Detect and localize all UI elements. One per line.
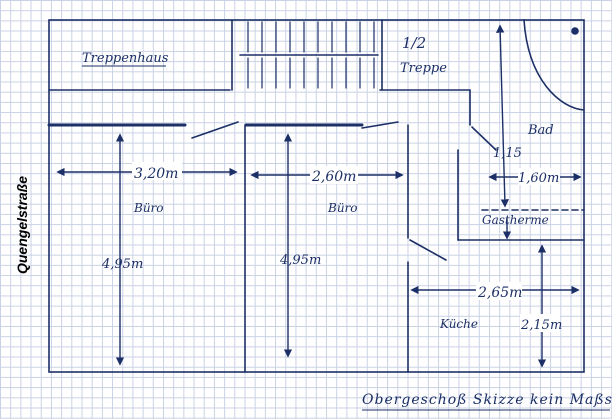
dim-office-left-depth-label: 4,95m xyxy=(101,257,143,272)
dim-office-right-width-label: 2,60m xyxy=(311,169,356,185)
label-stairwell: Treppenhaus xyxy=(82,51,169,66)
dim-office-left-width-label: 3,20m xyxy=(134,166,178,182)
dim-bath-depth xyxy=(495,24,510,208)
bath-door xyxy=(471,126,497,151)
stair-treads xyxy=(247,21,375,89)
label-office-left: Büro xyxy=(133,201,164,215)
street-label: Quengelstraße xyxy=(2,170,42,280)
outer-wall xyxy=(48,19,585,373)
shower-tub xyxy=(523,19,585,111)
label-bath: Bad xyxy=(527,123,554,138)
label-kitchen: Küche xyxy=(439,317,478,331)
dim-kitchen-width-label: 2,65m xyxy=(477,285,522,301)
label-office-right: Büro xyxy=(327,201,358,215)
dim-office-right-depth-label: 4,95m xyxy=(279,253,321,268)
dim-bg xyxy=(476,282,522,300)
dim-bath-width-label: 1,60m xyxy=(518,171,559,186)
label-stairs-num: 1/2 xyxy=(402,34,426,52)
street-name: Quengelstraße xyxy=(14,175,30,275)
label-boiler: Gastherme xyxy=(482,213,549,227)
dim-bg xyxy=(310,166,358,184)
office-right-door xyxy=(361,121,399,129)
drain-icon xyxy=(571,27,579,35)
dim-bg xyxy=(132,162,182,180)
dim-bath-depth-label: 1,15 xyxy=(493,146,522,161)
office-left-door xyxy=(191,121,239,139)
caption: Obergeschoß Skizze kein Maßstab xyxy=(362,392,612,408)
dim-bg xyxy=(520,314,560,332)
dim-bg xyxy=(518,168,560,185)
kitchen-door xyxy=(409,239,447,261)
dim-kitchen-depth-label: 2,15m xyxy=(520,318,562,333)
label-stairs: Treppe xyxy=(400,61,447,76)
